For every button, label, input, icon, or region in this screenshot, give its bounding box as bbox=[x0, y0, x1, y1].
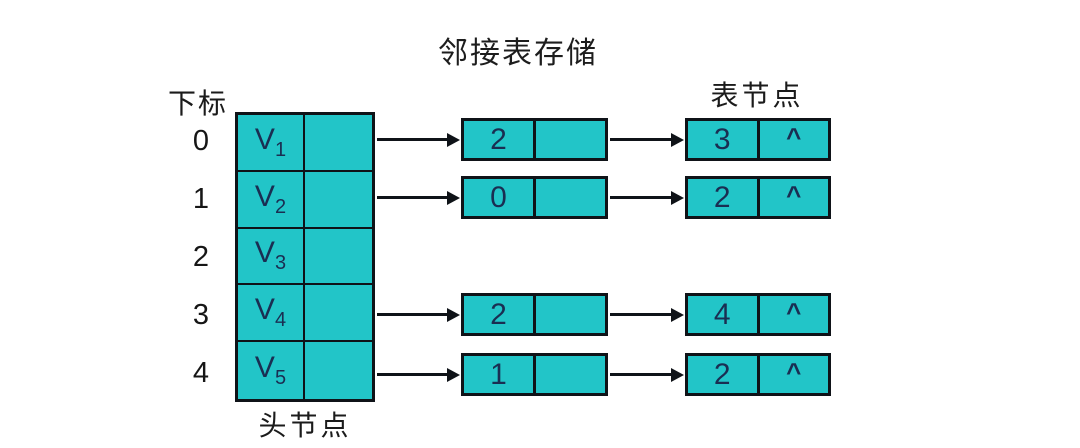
node-value: 0 bbox=[464, 179, 536, 216]
arrow-head-to-node-icon bbox=[377, 196, 447, 199]
adjacency-row-0: 2 3 ^ bbox=[0, 118, 1080, 161]
index-label-2: 2 bbox=[192, 240, 210, 273]
index-column: 0 1 2 3 4 bbox=[178, 112, 224, 402]
list-node-box: 4 ^ bbox=[685, 293, 831, 336]
diagram-title: 邻接表存储 bbox=[438, 37, 598, 70]
arrow-node-to-node-icon bbox=[610, 196, 671, 199]
node-pointer-cell bbox=[536, 121, 605, 158]
node-value: 1 bbox=[464, 356, 536, 393]
null-pointer-caret: ^ bbox=[786, 121, 802, 152]
index-label-0: 0 bbox=[192, 124, 210, 157]
node-value: 3 bbox=[688, 121, 760, 158]
head-node-table: V1 V2 V3 V4 V5 bbox=[235, 112, 375, 402]
arrow-head-to-node-icon bbox=[377, 138, 447, 141]
adjacency-row-3: 2 4 ^ bbox=[0, 293, 1080, 336]
node-pointer-cell bbox=[536, 356, 605, 393]
arrow-head-to-node-icon bbox=[377, 313, 447, 316]
adjacency-row-1: 0 2 ^ bbox=[0, 176, 1080, 219]
node-value: 2 bbox=[688, 356, 760, 393]
arrow-node-to-node-icon bbox=[610, 138, 671, 141]
index-label-3: 3 bbox=[192, 298, 210, 331]
head-pointer-cell-2 bbox=[305, 229, 372, 286]
arrow-head-to-node-icon bbox=[377, 373, 447, 376]
vertex-label-v4: V4 bbox=[254, 293, 287, 332]
index-label-4: 4 bbox=[192, 356, 210, 389]
list-node-box: 2 ^ bbox=[685, 353, 831, 396]
list-node-box: 1 bbox=[461, 353, 608, 396]
vertex-cell-4: V5 bbox=[238, 342, 305, 399]
list-node-box: 2 bbox=[461, 293, 608, 336]
node-value: 4 bbox=[688, 296, 760, 333]
index-column-header: 下标 bbox=[167, 89, 228, 120]
arrow-node-to-node-icon bbox=[610, 373, 671, 376]
null-pointer-caret: ^ bbox=[786, 179, 802, 210]
head-pointer-cell-3 bbox=[305, 285, 372, 343]
null-pointer-caret: ^ bbox=[786, 356, 802, 387]
vertex-label-v1: V1 bbox=[254, 122, 287, 161]
null-pointer-caret: ^ bbox=[786, 296, 802, 327]
vertex-cell-2: V3 bbox=[238, 228, 305, 286]
list-node-box: 3 ^ bbox=[685, 118, 831, 161]
adjacency-row-4: 1 2 ^ bbox=[0, 353, 1080, 396]
head-pointer-cell-1 bbox=[305, 172, 372, 229]
index-label-1: 1 bbox=[192, 182, 210, 215]
vertex-cell-0: V1 bbox=[238, 115, 305, 172]
list-node-box: 0 bbox=[461, 176, 608, 219]
node-pointer-cell bbox=[536, 296, 605, 333]
node-value: 2 bbox=[464, 121, 536, 158]
node-value: 2 bbox=[464, 296, 536, 333]
vertex-cell-3: V4 bbox=[238, 285, 305, 343]
table-node-caption: 表节点 bbox=[710, 81, 804, 112]
vertex-label-v2: V2 bbox=[254, 179, 287, 218]
head-pointer-cell-0 bbox=[305, 115, 372, 172]
vertex-cell-1: V2 bbox=[238, 171, 305, 229]
head-node-caption: 头节点 bbox=[258, 411, 352, 442]
node-value: 2 bbox=[688, 179, 760, 216]
vertex-label-v3: V3 bbox=[254, 236, 287, 275]
vertex-label-v5: V5 bbox=[254, 351, 287, 390]
list-node-box: 2 ^ bbox=[685, 176, 831, 219]
arrow-node-to-node-icon bbox=[610, 313, 671, 316]
node-pointer-cell bbox=[536, 179, 605, 216]
list-node-box: 2 bbox=[461, 118, 608, 161]
